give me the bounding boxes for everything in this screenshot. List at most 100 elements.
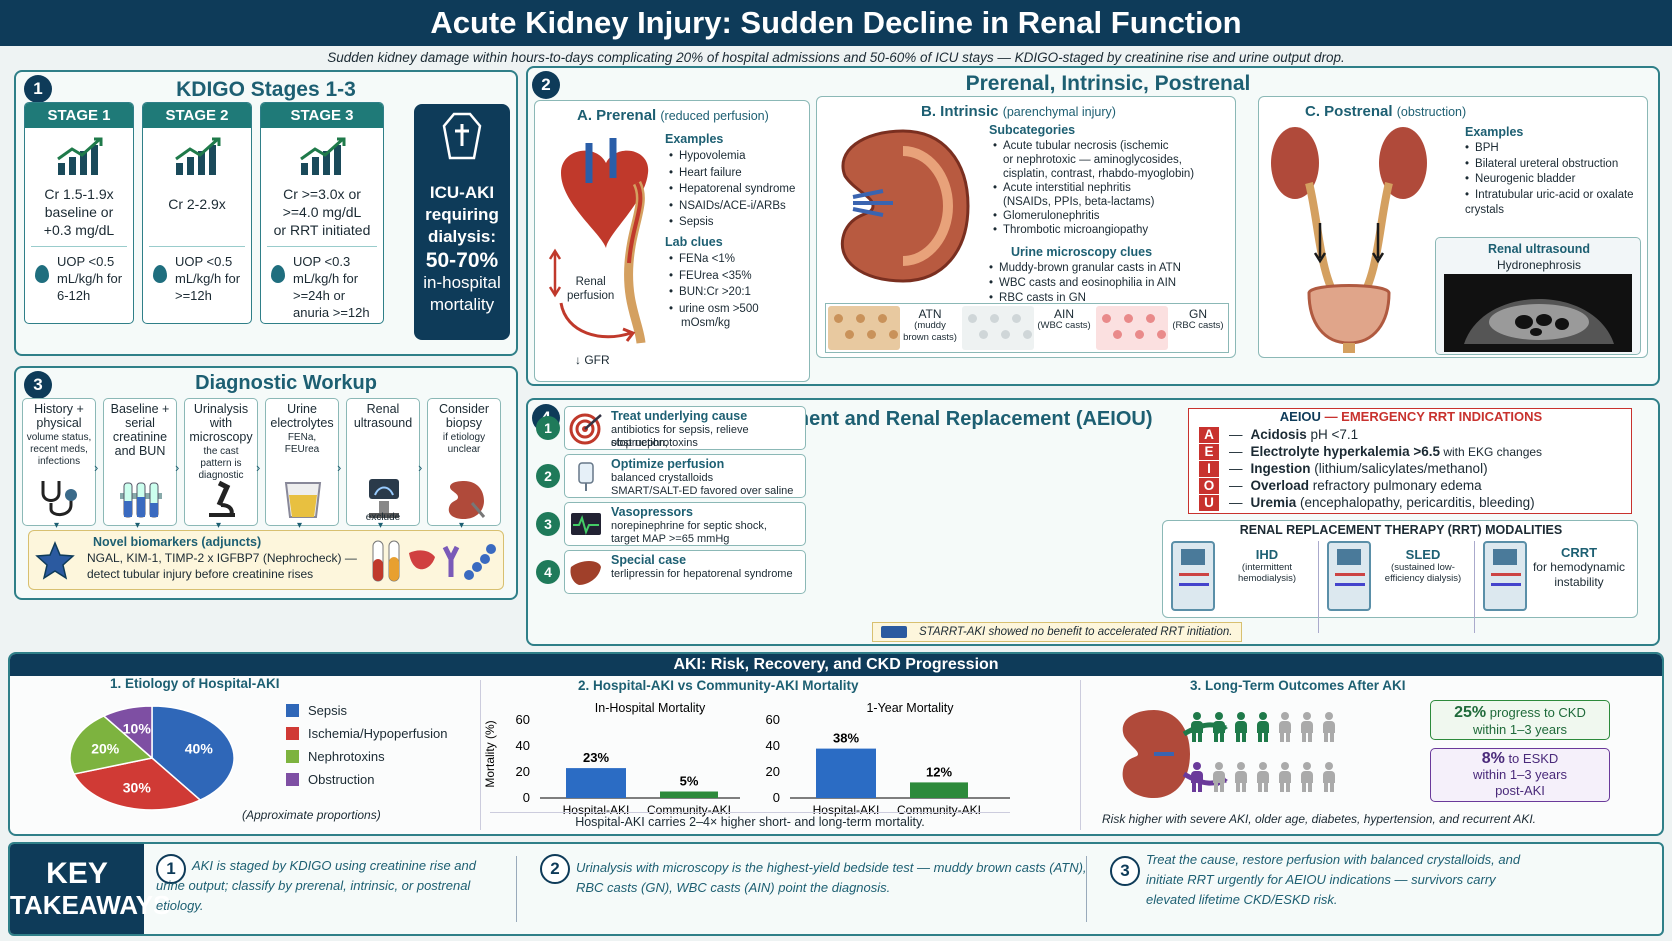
prerenal-heading-text: A. Prerenal xyxy=(577,107,657,124)
rrt-desc: (sustained low- xyxy=(1391,562,1455,573)
cast-label: ATN(muddy brown casts) xyxy=(900,308,960,344)
risk-title: AKI: Risk, Recovery, and CKD Progression xyxy=(10,654,1662,676)
pie-slice-ischemia-hypoperfusion xyxy=(72,757,202,811)
aeiou-term: Electrolyte hyperkalemia >6.5 xyxy=(1250,444,1440,459)
prerenal-heading: A. Prerenal (reduced perfusion) xyxy=(577,107,769,124)
uop-line: mL/kg/h for xyxy=(175,271,241,286)
subcategory-line: (NSAIDs, PPIs, beta-lactams) xyxy=(1003,196,1155,208)
legend-item: Sepsis xyxy=(286,704,347,718)
biomarker-tubes-icon xyxy=(372,540,496,582)
step-title-line: electrolytes xyxy=(270,416,334,430)
uop-line: mL/kg/h for xyxy=(293,271,359,286)
eskd-line2: within 1–3 years xyxy=(1473,767,1567,782)
treatment-number: 2 xyxy=(536,464,560,488)
uop-line: 6-12h xyxy=(57,288,91,303)
treatment-desc: balanced crystalloids xyxy=(611,472,714,484)
subcategory-line: Thrombotic microangiopathy xyxy=(1003,224,1149,236)
takeaway-number: 1 xyxy=(156,854,186,884)
takeaway-text-1: AKI is staged by KDIGO using creatinine … xyxy=(156,856,516,916)
aeiou-row-e: E—Electrolyte hyperkalemia >6.5 with EKG… xyxy=(1199,444,1542,460)
lab-clues-label: Lab clues xyxy=(665,235,723,249)
treatment-panel: 4 Treatment and Renal Replacement (AEIOU… xyxy=(526,398,1660,646)
cast-name: ATN xyxy=(918,307,942,321)
treatment-title: Optimize perfusion xyxy=(611,457,725,471)
section-number: 1 xyxy=(24,75,52,103)
postrenal-box: C. Postrenal (obstruction) Examples BPHB… xyxy=(1258,96,1648,358)
step-title-line: and BUN xyxy=(114,444,166,458)
test-tubes-icon xyxy=(118,479,164,522)
target-icon xyxy=(569,413,603,450)
treatment-desc: SMART/SALT-ED favored over saline xyxy=(611,485,794,497)
bar-value-label: 38% xyxy=(833,731,859,746)
ckd-percent: 25% xyxy=(1454,704,1487,721)
step-desc-line: diagnostic xyxy=(198,470,244,481)
dialysis-machine-icon xyxy=(1327,541,1371,611)
person-icon xyxy=(1256,762,1270,792)
cr-line: Cr >=3.0x or xyxy=(283,186,361,202)
y-tick-label: 0 xyxy=(523,790,530,805)
iv-bag-icon xyxy=(569,461,603,498)
aeiou-title: AEIOU xyxy=(1279,409,1321,424)
cr-line: +0.3 mg/dL xyxy=(43,222,115,238)
stethoscope-icon xyxy=(37,479,83,522)
bars-title: 2. Hospital-AKI vs Community-AKI Mortali… xyxy=(578,678,859,693)
legend-swatch xyxy=(286,773,299,786)
step-desc-line: FEUrea xyxy=(284,444,320,455)
stage-head: STAGE 1 xyxy=(25,103,133,128)
cr-line: baseline or xyxy=(44,204,114,220)
cast-desc: (WBC casts) xyxy=(1037,320,1091,331)
person-icon xyxy=(1190,762,1204,792)
bar-hospital-aki xyxy=(566,768,626,798)
bar-chart-title: In-Hospital Mortality xyxy=(595,701,706,715)
legend-swatch xyxy=(286,750,299,763)
book-icon xyxy=(881,626,907,638)
list-item: Sepsis xyxy=(669,214,795,231)
eskd-text: to ESKD xyxy=(1504,751,1559,766)
droplet-icon xyxy=(35,265,49,283)
list-item: Hypovolemia xyxy=(669,148,795,165)
cast-name: AIN xyxy=(1053,307,1074,321)
uop-line: >=24h or xyxy=(293,288,346,303)
treatment-desc: stop nephrotoxins xyxy=(611,437,698,449)
cast-micrograph xyxy=(962,306,1034,350)
etiology-pie-chart: 40%30%20%10% xyxy=(69,705,235,811)
pie-note: (Approximate proportions) xyxy=(242,808,381,822)
mortality-bar-charts: Mortality (%)In-Hospital Mortality020406… xyxy=(483,701,1010,817)
subcategory-line: Acute interstitial nephritis xyxy=(1003,182,1131,194)
step-desc-line: infections xyxy=(37,456,81,467)
aeiou-term: Overload xyxy=(1250,478,1310,493)
step-title-line: Renal xyxy=(366,402,400,416)
aeiou-row-i: I—Ingestion (lithium/salicylates/methano… xyxy=(1199,461,1488,477)
postrenal-heading-text: C. Postrenal xyxy=(1305,103,1393,120)
gfr-text: GFR xyxy=(584,353,610,367)
person-icon xyxy=(1278,712,1292,742)
ckd-text: progress to CKD xyxy=(1486,705,1586,720)
rrt-desc: instability xyxy=(1554,575,1604,589)
gfr-label: ↓ GFR xyxy=(575,353,610,367)
cast-desc: (RBC casts) xyxy=(1172,320,1224,331)
casts-strip: ATN(muddy brown casts)AIN(WBC casts)GN(R… xyxy=(825,303,1229,353)
ckd-line2: within 1–3 years xyxy=(1473,722,1567,737)
rrt-modality-sled: SLED(sustained low-efficiency dialysis) xyxy=(1323,541,1475,633)
step-desc-line: pattern is xyxy=(200,458,242,469)
list-item: WBC casts and eosinophilia in AIN xyxy=(989,276,1181,291)
ultrasound-machine-icon xyxy=(361,479,407,522)
kidney-icon xyxy=(442,479,488,522)
dialysis-machine-icon xyxy=(1171,541,1215,611)
trend-chart-icon xyxy=(297,137,349,182)
bar-hospital-aki xyxy=(816,748,876,798)
step-title-line: Urinalysis xyxy=(193,402,249,416)
x-tick-label: Community-AKI xyxy=(647,803,731,817)
